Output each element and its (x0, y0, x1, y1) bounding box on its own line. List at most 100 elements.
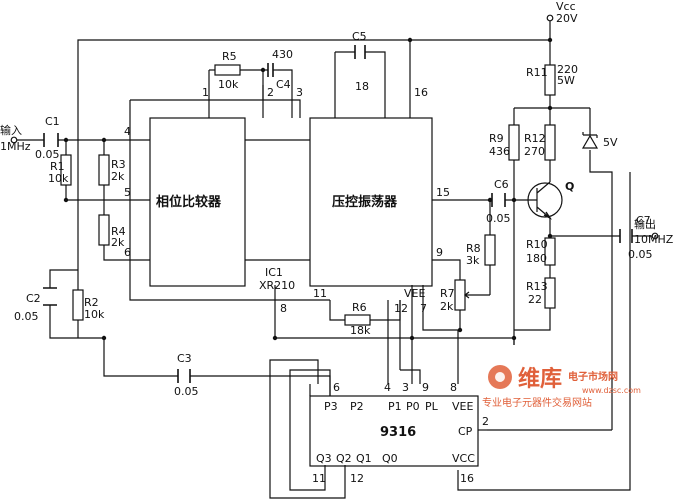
r9-value: 436 (489, 145, 510, 158)
r11-ref: R11 (526, 66, 548, 79)
c3-plates (177, 369, 191, 383)
c6-plates (491, 193, 506, 207)
c4-value: 430 (272, 48, 293, 61)
c3-ref: C3 (177, 352, 192, 365)
q-ref: Q (565, 180, 574, 193)
pin-num-2: 2 (482, 415, 489, 428)
r6-ref: R6 (352, 301, 367, 314)
r7-ref: R7 (440, 287, 455, 300)
c7-ref: C7 (636, 214, 651, 227)
pin-q0: Q0 (382, 452, 398, 465)
pin-num-12: 12 (350, 472, 364, 485)
watermark: 维库 电子市场网 www.dzsc.com 专业电子元器件交易网站 (482, 365, 641, 409)
r6-body (344, 314, 371, 326)
c4-plates (267, 63, 274, 77)
r4-ref: R4 (111, 225, 126, 238)
r9-body (508, 124, 520, 161)
zener-diode (581, 132, 599, 149)
c5-ref: C5 (352, 30, 367, 43)
junction-dots (63, 37, 553, 341)
r5-ref: R5 (222, 50, 237, 63)
ic1-pin-11: 11 (313, 287, 327, 300)
r7-body (454, 279, 466, 311)
ic1-pin-16: 16 (414, 86, 428, 99)
r3-ref: R3 (111, 158, 126, 171)
r13-body (544, 277, 556, 309)
ic1-pin-2: 2 (267, 86, 274, 99)
c3-value: 0.05 (174, 385, 199, 398)
c6-value: 0.05 (486, 212, 511, 225)
c5-plates (354, 45, 366, 59)
pin-q3: Q3 (316, 452, 332, 465)
r10-value: 180 (526, 252, 547, 265)
pin-vee: VEE (452, 400, 473, 413)
r12-value: 270 (524, 145, 545, 158)
r2-ref: R2 (84, 296, 99, 309)
capacitors (43, 45, 633, 383)
counter-part: 9316 (380, 425, 416, 440)
c1-value: 0.05 (35, 148, 60, 161)
r8-value: 3k (466, 254, 480, 267)
pin-num-8: 8 (450, 381, 457, 394)
ic1-pin-4: 4 (124, 125, 131, 138)
pin-q2: Q2 (336, 452, 352, 465)
r6-value: 18k (350, 324, 371, 337)
ic1-pin-1: 1 (202, 86, 209, 99)
r11-body (544, 64, 556, 96)
pin-q1: Q1 (356, 452, 372, 465)
phase-comparator-label: 相位比较器 (156, 194, 222, 210)
ic1-pin-12: 12 (394, 302, 408, 315)
r7-wiper-arrow (464, 291, 470, 299)
r9-ref: R9 (489, 132, 504, 145)
c7-value: 0.05 (628, 248, 653, 261)
r12-body (544, 124, 556, 161)
watermark-slogan: 专业电子元器件交易网站 (482, 396, 592, 409)
pin-cp: CP (458, 425, 473, 438)
ic1-pin-15: 15 (436, 186, 450, 199)
r11-value: 220 (557, 63, 578, 76)
input-label: 输入 (0, 123, 22, 137)
ic1-pin-6: 6 (124, 246, 131, 259)
r2-value: 10k (84, 308, 105, 321)
resistors (60, 64, 556, 326)
r10-ref: R10 (526, 238, 548, 251)
output-freq: 10MHZ (634, 233, 674, 246)
transistor-q (527, 181, 563, 220)
pin-p1: P1 (388, 400, 402, 413)
r5-body (214, 64, 241, 76)
r13-ref: R13 (526, 280, 548, 293)
pin-num-3: 3 (402, 381, 409, 394)
pin-num-6: 6 (333, 381, 340, 394)
c4-ref: C4 (276, 78, 291, 91)
r1-value: 10k (48, 172, 69, 185)
input-freq: 1MHz (0, 140, 31, 153)
r4-value: 2k (111, 236, 125, 249)
c2-value: 0.05 (14, 310, 39, 323)
ic1-pin-5: 5 (124, 186, 131, 199)
pin-num-16: 16 (460, 472, 474, 485)
c2-ref: C2 (26, 292, 41, 305)
vcc-label: Vcc (556, 0, 576, 13)
counter-9316 (309, 395, 479, 467)
zener-value: 5V (603, 136, 618, 149)
pin-p3: P3 (324, 400, 338, 413)
ic1-ref: IC1 (265, 266, 283, 279)
pin-num-11: 11 (312, 472, 326, 485)
r12-ref: R12 (524, 132, 546, 145)
r1-ref: R1 (50, 160, 65, 173)
ic1-part: XR210 (259, 279, 295, 292)
c5-value: 18 (355, 80, 369, 93)
watermark-tagline: 电子市场网 (568, 370, 618, 383)
ic1-pin-9: 9 (436, 246, 443, 259)
labels: Vcc 20V 输入 1MHz 输出 10MHZ C1 0.05 R1 10k … (0, 0, 674, 485)
r13-value: 22 (528, 293, 542, 306)
ic1-vee: VEE (404, 287, 425, 300)
c1-ref: C1 (45, 115, 60, 128)
pin-num-4: 4 (384, 381, 391, 394)
r4-body (98, 214, 110, 246)
r11-power: 5W (557, 74, 575, 87)
pin-pl: PL (425, 400, 439, 413)
pin-p0: P0 (406, 400, 420, 413)
